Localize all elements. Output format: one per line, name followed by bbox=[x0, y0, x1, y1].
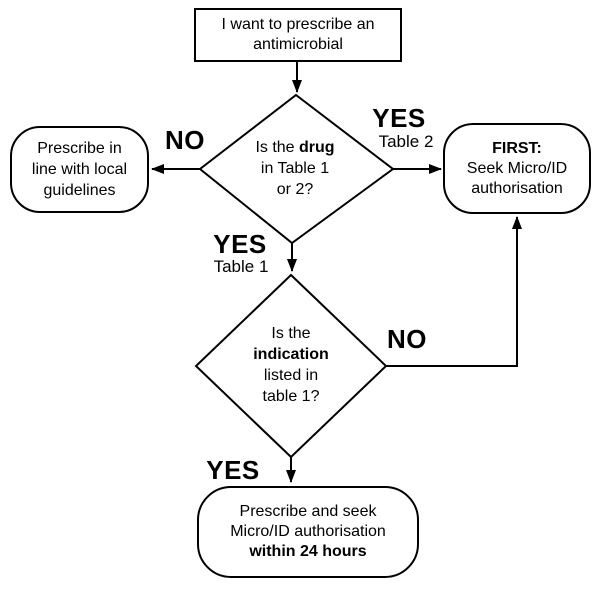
prescribe-and-seek-authorisation-box: Prescribe and seek Micro/ID authorisatio… bbox=[197, 486, 419, 578]
local-box-text: Prescribe in line with local guidelines bbox=[31, 140, 128, 199]
first-box-rest: Seek Micro/ID authorisation bbox=[466, 159, 568, 197]
yes-label-bottom: YES bbox=[206, 455, 260, 485]
indication-decision-bold: indication bbox=[253, 346, 329, 363]
seek-authorisation-first-box: FIRST: Seek Micro/ID authorisation bbox=[443, 123, 591, 214]
indication-decision-rest: listed in table 1? bbox=[262, 367, 320, 405]
table2-sublabel: Table 2 bbox=[378, 132, 434, 151]
first-box-bold: FIRST: bbox=[492, 139, 542, 157]
arrow-no-elbow-to-first bbox=[386, 216, 522, 367]
indication-decision-text: Is the indication listed in table 1? bbox=[209, 320, 373, 410]
no-label-right: NO bbox=[387, 324, 427, 354]
prescribe-local-guidelines-box: Prescribe in line with local guidelines bbox=[10, 126, 149, 213]
drug-decision-rest: in Table 1 or 2? bbox=[260, 159, 330, 198]
bottom-box-bold: within 24 hours bbox=[249, 543, 367, 560]
drug-decision-prefix: Is the bbox=[255, 138, 300, 156]
start-box-text: I want to prescribe an antimicrobial bbox=[221, 16, 375, 53]
indication-decision-prefix: Is the bbox=[271, 325, 311, 342]
no-label-left: NO bbox=[165, 125, 205, 155]
drug-decision-bold: drug bbox=[299, 138, 335, 156]
yes-label-table1: YES bbox=[213, 229, 267, 259]
bottom-box-prefix: Prescribe and seek Micro/ID authorisatio… bbox=[230, 503, 386, 540]
yes-label-table2: YES bbox=[372, 103, 426, 133]
table1-sublabel: Table 1 bbox=[213, 257, 269, 276]
start-box: I want to prescribe an antimicrobial bbox=[194, 8, 402, 62]
drug-decision-text: Is the drug in Table 1 or 2? bbox=[213, 136, 377, 200]
